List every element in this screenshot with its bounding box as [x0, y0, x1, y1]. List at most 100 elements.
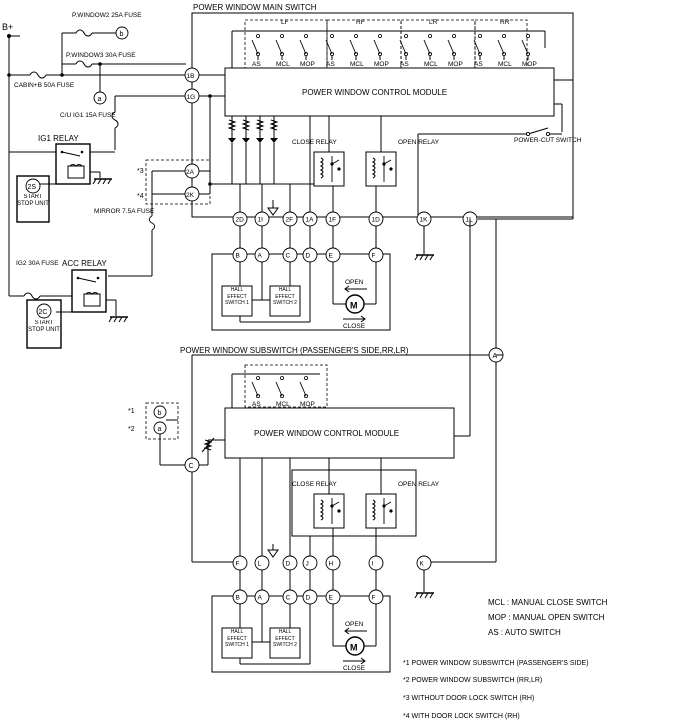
- door-lock-option-box: [145, 159, 211, 205]
- group-lr: LR: [429, 19, 438, 26]
- note-ref-4: *4: [137, 193, 144, 200]
- sub-input-ref-1: *1: [128, 408, 135, 415]
- sub-hall-1-text: HALL EFFECT SWITCH 1: [225, 629, 249, 648]
- connector-1g-text: 1G: [187, 94, 196, 101]
- sub-motor-pin-text: D: [306, 595, 311, 602]
- sub-motor-pin-text: B: [236, 595, 240, 602]
- connector-1b-text: 1B: [187, 73, 195, 80]
- switch-contact: [251, 375, 261, 399]
- switch-contact-label: MOP: [522, 61, 537, 68]
- main-bottom-connector-text: 1F: [329, 217, 337, 224]
- sub-switch-contact-label: AS: [252, 401, 261, 408]
- sub-motor-outline: [211, 595, 391, 673]
- sub-close-relay: [313, 493, 345, 529]
- sub-bottom-connector-text: L: [258, 561, 262, 568]
- connector-b-marker: [115, 26, 129, 40]
- switch-contact-label: AS: [400, 61, 409, 68]
- group-rr: RR: [500, 19, 510, 26]
- power-cut-switch-label: POWER-CUT SWITCH: [514, 137, 582, 144]
- switch-contact: [299, 375, 309, 399]
- mirror-fuse-symbol: [148, 215, 156, 231]
- connector-2k-text: 2K: [186, 192, 195, 199]
- sub-switch-labels: AS MCL MOP: [252, 401, 315, 408]
- sub-ground-icon: [414, 592, 435, 599]
- sub-motor-pin-text: A: [258, 595, 263, 602]
- sub-control-module: [224, 407, 455, 459]
- switch-contact: [497, 33, 507, 57]
- main-motor-pin-text: D: [306, 253, 311, 260]
- sub-filter-triangle: [267, 549, 279, 558]
- main-close-relay: [313, 151, 345, 187]
- connector-a-text: a: [98, 96, 102, 103]
- main-bottom-connector-text: 1A: [306, 217, 315, 224]
- switch-contact-label: MOP: [300, 61, 315, 68]
- legend-as: AS : AUTO SWITCH: [488, 628, 561, 637]
- group-lf: LF: [281, 19, 289, 26]
- sub-hall-2-text: HALL EFFECT SWITCH 2: [273, 629, 297, 648]
- sub-bottom-connector-text: J: [306, 561, 309, 568]
- main-bottom-connector-text: 1D: [372, 217, 381, 224]
- sub-hall-switch-1: [221, 627, 253, 659]
- sub-switch-contact-label: MOP: [300, 401, 315, 408]
- switch-contact: [521, 33, 531, 57]
- note-4: *4 WITH DOOR LOCK SWITCH (RH): [403, 713, 520, 720]
- sub-input-option-box: [145, 402, 179, 440]
- ssu-2c-code: 2C: [39, 309, 48, 316]
- main-open-relay: [365, 151, 397, 187]
- power-supply-section: B+ CABIN+B 50A FUSE P.WINDOW3 30A FUSE a…: [2, 12, 211, 349]
- main-bottom-connector-text: 1L: [466, 217, 474, 224]
- ssu-2s-label: START STOP UNIT: [17, 194, 49, 207]
- sub-switch-contact-label: MCL: [276, 401, 290, 408]
- cabin-fuse-label: CABIN+B 50A FUSE: [14, 82, 75, 89]
- sub-hall-switch-2: [269, 627, 301, 659]
- sub-open-relay-label: OPEN RELAY: [398, 481, 440, 488]
- sub-motor-close: CLOSE: [343, 665, 366, 672]
- sub-bottom-connector-text: F: [236, 561, 240, 568]
- main-motor-open: OPEN: [345, 279, 364, 286]
- subswitch-section: POWER WINDOW SUBSWITCH (PASSENGER'S SIDE…: [128, 346, 503, 599]
- sub-close-relay-label: CLOSE RELAY: [292, 481, 337, 488]
- cu-ig1-fuse-label: C/U IG1 15A FUSE: [60, 112, 116, 119]
- switch-contact-label: AS: [252, 61, 261, 68]
- main-hall-switch-1: [221, 285, 253, 317]
- start-stop-unit-2s: [16, 175, 50, 223]
- main-hall-2-text: HALL EFFECT SWITCH 2: [273, 287, 297, 306]
- sub-bottom-connector-text: D: [286, 561, 291, 568]
- cabin-b-50a-fuse-symbol: [29, 71, 47, 79]
- acc-relay-box: [71, 269, 107, 313]
- sub-bottom-connector-text: H: [329, 561, 334, 568]
- ssu-2c-label: START STOP UNIT: [28, 320, 60, 333]
- main-motor-pin-text: E: [329, 253, 334, 260]
- connector-2a-text: 2A: [186, 169, 195, 176]
- sub-module-label: POWER WINDOW CONTROL MODULE: [254, 429, 399, 438]
- legend-mcl: MCL : MANUAL CLOSE SWITCH: [488, 598, 608, 607]
- main-motor-pin-text: C: [286, 253, 291, 260]
- main-motor-pin-text: F: [372, 253, 376, 260]
- ig1-relay-ground-icon: [92, 178, 113, 185]
- main-hall-1-text: HALL EFFECT SWITCH 1: [225, 287, 249, 306]
- note-1: *1 POWER WINDOW SUBSWITCH (PASSENGER'S S…: [403, 660, 589, 667]
- start-stop-unit-2c: [26, 299, 62, 349]
- main-hall-switch-2: [269, 285, 301, 317]
- switch-contact-label: MOP: [374, 61, 389, 68]
- legend-mop: MOP : MANUAL OPEN SWITCH: [488, 613, 605, 622]
- main-switch-contacts: [251, 33, 531, 60]
- pwindow3-fuse-label: P.WINDOW3 30A FUSE: [66, 52, 136, 59]
- main-switch-title: POWER WINDOW MAIN SWITCH: [193, 3, 317, 12]
- notes: *1 POWER WINDOW SUBSWITCH (PASSENGER'S S…: [403, 660, 589, 720]
- sub-switch-group: [244, 364, 328, 408]
- note-2: *2 POWER WINDOW SUBSWITCH (RR,LR): [403, 677, 542, 684]
- group-rf: RF: [356, 19, 365, 26]
- note-3: *3 WITHOUT DOOR LOCK SWITCH (RH): [403, 695, 534, 702]
- sub-switch-contacts: [251, 375, 309, 399]
- switch-contact-label: MCL: [350, 61, 364, 68]
- switch-contact-label: MCL: [276, 61, 290, 68]
- main-control-module: [224, 67, 555, 117]
- main-bottom-connector-text: 2D: [236, 217, 245, 224]
- main-motor-pin-text: B: [236, 253, 240, 260]
